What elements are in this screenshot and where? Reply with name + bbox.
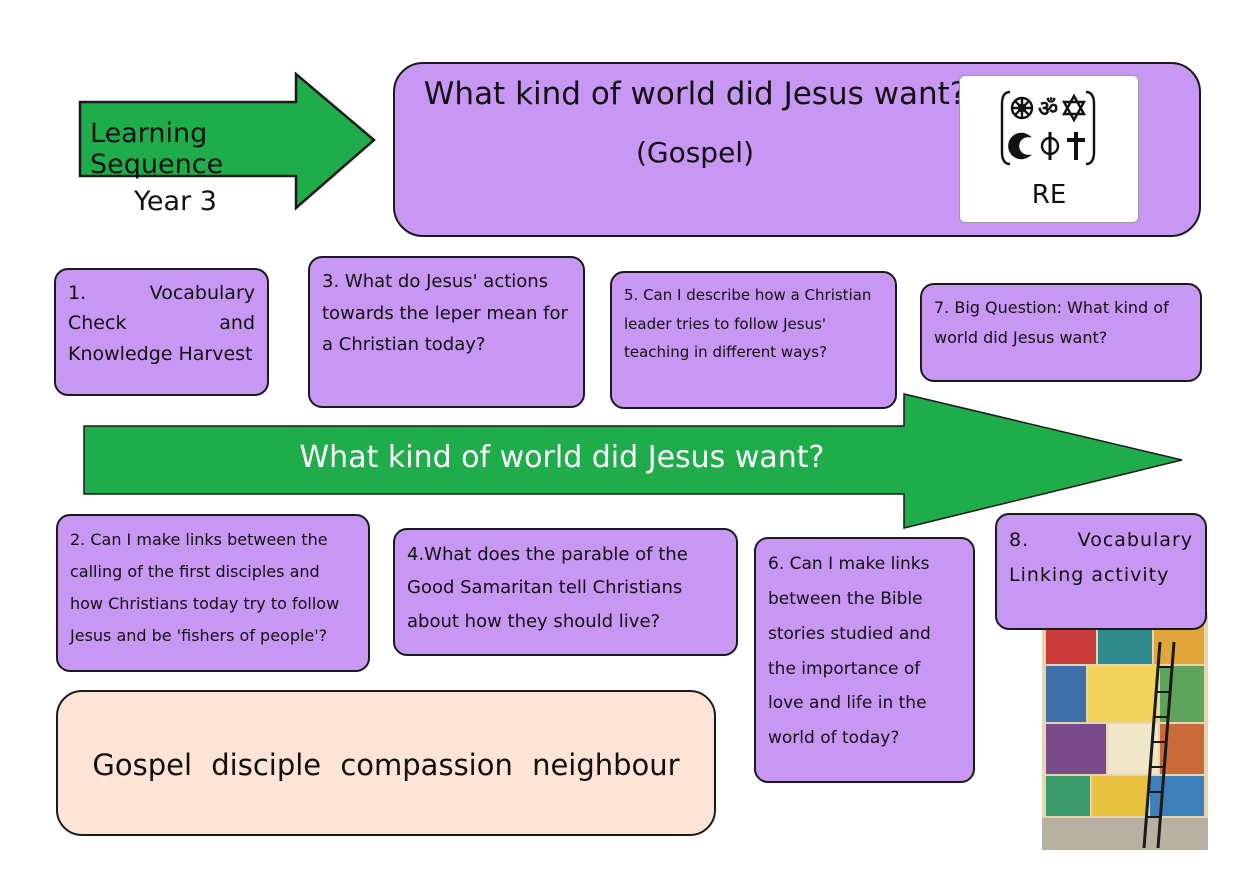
crescent-icon xyxy=(1008,132,1032,160)
page-title: What kind of world did Jesus want? xyxy=(423,76,967,112)
learning-sequence-label: Learning Sequence xyxy=(90,118,224,180)
step-text-2: 2. Can I make links between the calling … xyxy=(70,530,340,645)
page-subtitle: (Gospel) xyxy=(635,136,755,169)
title-box: What kind of world did Jesus want? (Gosp… xyxy=(393,62,1201,237)
khanda-icon xyxy=(1040,132,1060,160)
step-card-7: 7. Big Question: What kind of world did … xyxy=(920,283,1202,382)
learning-sequence-arrow xyxy=(78,72,376,211)
step-text-3: 3. What do Jesus' actions towards the le… xyxy=(322,271,568,355)
step-card-6: 6. Can I make links between the Bible st… xyxy=(754,537,975,783)
religious-symbols-icon: ॐ xyxy=(1000,90,1096,166)
big-question-arrow xyxy=(83,393,1183,529)
star-of-david-icon xyxy=(1061,93,1087,123)
step-card-8: 8. Vocabulary Linking activity xyxy=(995,513,1207,630)
big-question-banner: What kind of world did Jesus want? xyxy=(299,440,825,475)
om-icon: ॐ xyxy=(1038,97,1058,122)
step-text-7: 7. Big Question: What kind of world did … xyxy=(934,298,1169,347)
step-text-6: 6. Can I make links between the Bible st… xyxy=(768,554,931,749)
step-text-1: 1. Vocabulary Check and Knowledge Harves… xyxy=(68,282,255,365)
step-card-5: 5. Can I describe how a Christian leader… xyxy=(610,271,897,409)
step-card-4: 4.What does the parable of the Good Sama… xyxy=(393,528,738,656)
artwork-illustration xyxy=(1042,612,1208,850)
re-label: RE xyxy=(1031,180,1067,210)
re-logo: ॐ RE xyxy=(959,75,1139,223)
step-card-3: 3. What do Jesus' actions towards the le… xyxy=(308,256,585,408)
dharma-wheel-icon xyxy=(1010,96,1034,120)
step-card-1: 1. Vocabulary Check and Knowledge Harves… xyxy=(54,268,269,396)
year-label: Year 3 xyxy=(134,186,217,217)
step-text-5: 5. Can I describe how a Christian leader… xyxy=(624,286,872,361)
step-text-8: 8. Vocabulary Linking activity xyxy=(1009,529,1193,587)
step-text-4: 4.What does the parable of the Good Sama… xyxy=(407,544,688,632)
vocabulary-box: Gospel disciple compassion neighbour xyxy=(56,690,716,836)
step-card-2: 2. Can I make links between the calling … xyxy=(56,514,370,672)
vocabulary-words: Gospel disciple compassion neighbour xyxy=(92,748,680,782)
cross-icon xyxy=(1067,132,1085,160)
